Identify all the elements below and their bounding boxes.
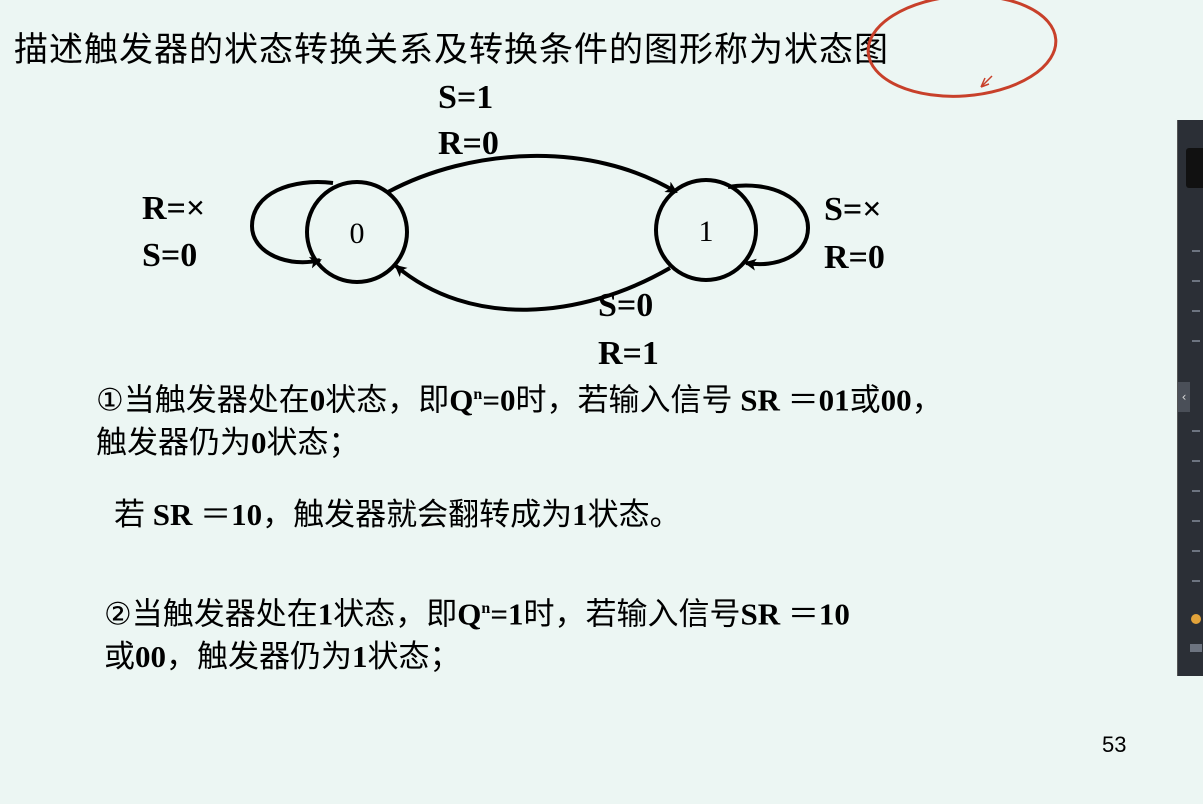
label-s0: S=0 [598, 287, 653, 324]
self-loop-1 [727, 183, 811, 271]
side-panel-line [1192, 580, 1200, 582]
annotation-circle [866, 0, 1058, 98]
side-panel-line [1192, 520, 1200, 522]
side-panel-line [1192, 280, 1200, 282]
side-panel-header [1186, 148, 1203, 188]
state-label-0: 0 [350, 217, 365, 250]
notification-dot-icon [1191, 614, 1201, 624]
side-panel-line [1192, 250, 1200, 252]
state-node-1 [654, 178, 758, 282]
label-loop0-r: R=× [142, 190, 205, 227]
state-label-1: 1 [699, 215, 714, 248]
paragraph-2: 若 SR ＝10，触发器就会翻转成为1状态。 [114, 497, 681, 533]
label-loop1-r: R=0 [824, 239, 885, 276]
state-diagram: 0 1 S=1 R=0 S=0 R=1 R=× S=0 S=× R=0 [142, 0, 1058, 372]
page-number: 53 [1102, 732, 1127, 757]
paragraph-1-line-1: ①当触发器处在0状态，即Qn=0时，若输入信号 SR ＝01或00， [96, 382, 943, 419]
collapse-arrow-icon[interactable]: ‹ [1178, 382, 1190, 412]
state-node-0 [305, 180, 409, 284]
side-panel[interactable]: ‹ [1177, 120, 1203, 676]
label-loop1-s: S=× [824, 191, 882, 228]
side-panel-input[interactable] [1190, 644, 1202, 652]
label-r1: R=1 [598, 335, 659, 372]
side-panel-line [1192, 550, 1200, 552]
side-panel-line [1192, 310, 1200, 312]
paragraph-3-line-2: 或00，触发器仍为1状态； [104, 639, 461, 675]
side-panel-line [1192, 490, 1200, 492]
slide-title: 描述触发器的状态转换关系及转换条件的图形称为状态图 [14, 30, 889, 70]
paragraph-3-line-1: ②当触发器处在1状态，即Qn=1时，若输入信号SR ＝10 [104, 596, 850, 633]
side-panel-line [1192, 430, 1200, 432]
paragraph-1-line-2: 触发器仍为0状态； [96, 425, 360, 461]
transition-arrow-1-to-0 [394, 264, 671, 312]
label-loop0-s: S=0 [142, 237, 197, 274]
self-loop-0 [249, 180, 334, 269]
side-panel-line [1192, 340, 1200, 342]
pen-cursor-icon [980, 75, 993, 88]
transition-arrow-0-to-1 [387, 154, 678, 194]
label-s1: S=1 [438, 79, 493, 116]
label-r0: R=0 [438, 125, 499, 162]
side-panel-line [1192, 460, 1200, 462]
